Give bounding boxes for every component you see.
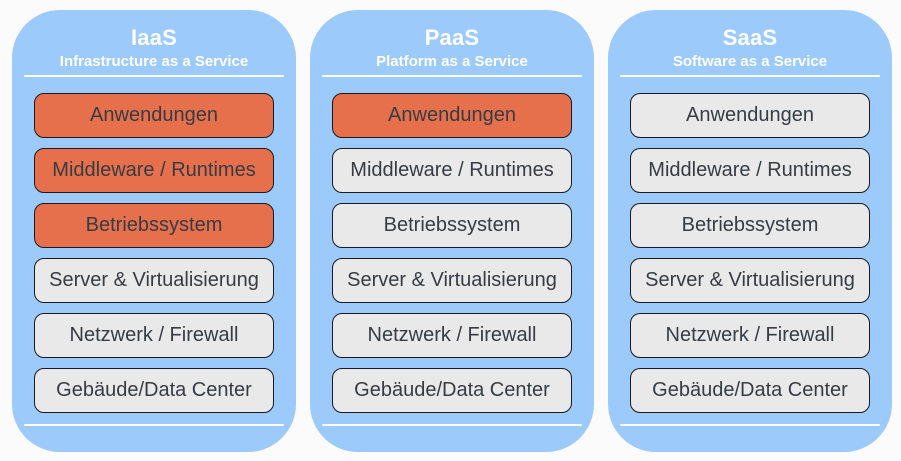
column-title-saas: SaaS (722, 25, 778, 50)
layer-box-gebaeude-data-center: Gebäude/Data Center (630, 368, 870, 413)
layer-box-server-virtualisierung: Server & Virtualisierung (630, 258, 870, 303)
layer-label: Betriebssystem (681, 214, 819, 236)
layer-label: Anwendungen (90, 104, 218, 126)
layer-stack-saas: Anwendungen Middleware / Runtimes Betrie… (630, 93, 870, 413)
header-divider (620, 75, 880, 77)
layer-box-betriebssystem: Betriebssystem (630, 203, 870, 248)
header-divider (322, 75, 582, 77)
column-subtitle-iaas: Infrastructure as a Service (59, 53, 249, 70)
layer-box-netzwerk-firewall: Netzwerk / Firewall (332, 313, 572, 358)
layer-label: Gebäude/Data Center (652, 379, 848, 401)
layer-box-server-virtualisierung: Server & Virtualisierung (332, 258, 572, 303)
layer-label: Betriebssystem (85, 214, 223, 236)
layer-box-anwendungen: Anwendungen (332, 93, 572, 138)
layer-box-anwendungen: Anwendungen (630, 93, 870, 138)
layer-label: Anwendungen (686, 104, 814, 126)
layer-box-gebaeude-data-center: Gebäude/Data Center (332, 368, 572, 413)
footer-divider (24, 424, 284, 426)
column-paas: PaaS Platform as a Service Anwendungen M… (310, 10, 594, 452)
layer-box-gebaeude-data-center: Gebäude/Data Center (34, 368, 274, 413)
layer-label: Netzwerk / Firewall (69, 324, 239, 346)
layer-label: Gebäude/Data Center (354, 379, 550, 401)
layer-label: Middleware / Runtimes (350, 159, 554, 181)
footer-divider (322, 424, 582, 426)
layer-label: Middleware / Runtimes (52, 159, 256, 181)
column-title-paas: PaaS (424, 25, 480, 50)
column-saas: SaaS Software as a Service Anwendungen M… (608, 10, 892, 452)
layer-stack-paas: Anwendungen Middleware / Runtimes Betrie… (332, 93, 572, 413)
layer-box-middleware-runtimes: Middleware / Runtimes (630, 148, 870, 193)
header-divider (24, 75, 284, 77)
layer-label: Server & Virtualisierung (645, 269, 855, 291)
layer-label: Server & Virtualisierung (347, 269, 557, 291)
layer-label: Gebäude/Data Center (56, 379, 252, 401)
layer-box-netzwerk-firewall: Netzwerk / Firewall (630, 313, 870, 358)
layer-label: Betriebssystem (383, 214, 521, 236)
layer-box-anwendungen: Anwendungen (34, 93, 274, 138)
column-title-iaas: IaaS (130, 25, 178, 50)
layer-box-middleware-runtimes: Middleware / Runtimes (34, 148, 274, 193)
layer-label: Server & Virtualisierung (49, 269, 259, 291)
footer-divider (620, 424, 880, 426)
layer-label: Netzwerk / Firewall (665, 324, 835, 346)
layer-box-middleware-runtimes: Middleware / Runtimes (332, 148, 572, 193)
layer-box-betriebssystem: Betriebssystem (34, 203, 274, 248)
layer-label: Anwendungen (388, 104, 516, 126)
layer-box-server-virtualisierung: Server & Virtualisierung (34, 258, 274, 303)
column-iaas: IaaS Infrastructure as a Service Anwendu… (12, 10, 296, 452)
layer-label: Netzwerk / Firewall (367, 324, 537, 346)
layer-stack-iaas: Anwendungen Middleware / Runtimes Betrie… (34, 93, 274, 413)
column-subtitle-paas: Platform as a Service (376, 53, 528, 70)
layer-label: Middleware / Runtimes (648, 159, 852, 181)
layer-box-betriebssystem: Betriebssystem (332, 203, 572, 248)
column-subtitle-saas: Software as a Service (672, 53, 828, 70)
layer-box-netzwerk-firewall: Netzwerk / Firewall (34, 313, 274, 358)
